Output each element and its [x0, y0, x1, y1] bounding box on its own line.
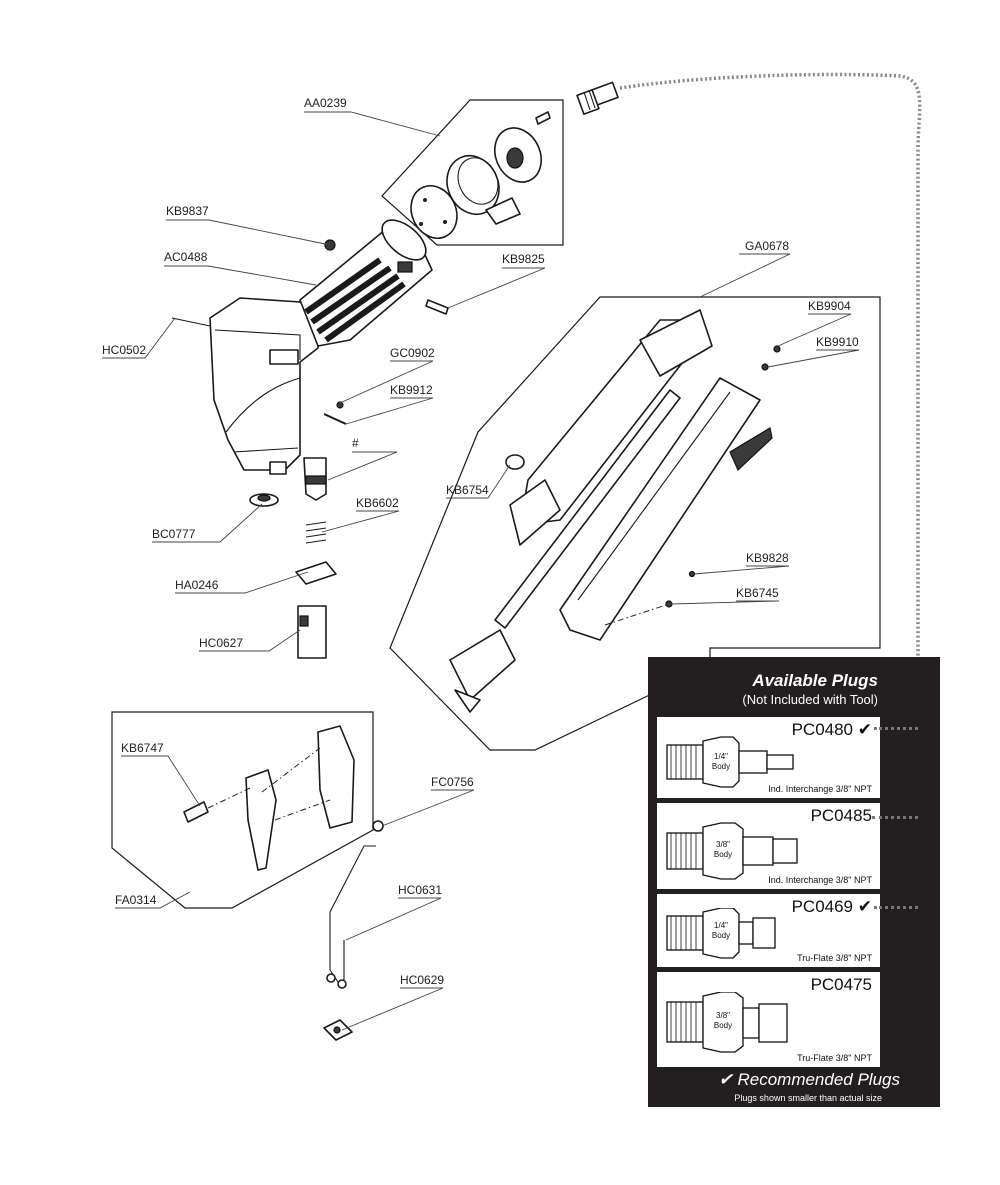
trigger-link [323, 845, 376, 1041]
label-kb6754: KB6754 [446, 483, 489, 497]
plug-description: Ind. Interchange 3/8" NPT [768, 875, 872, 885]
label-kb6602: KB6602 [356, 496, 399, 510]
plug-connector [872, 816, 918, 819]
label-ha0246: HA0246 [175, 578, 219, 592]
plug-card: PC0475 3/8" Body Tru-Flate 3/8" NPT [657, 972, 880, 1067]
recommended-check-icon: ✔ [857, 897, 872, 916]
plug-description: Tru-Flate 3/8" NPT [797, 1053, 872, 1063]
hc0502-pin [171, 317, 211, 327]
fa0314-frame [111, 711, 374, 909]
trigger-assembly [183, 725, 384, 871]
label-hash: # [352, 436, 359, 450]
label-bc0777: BC0777 [152, 527, 196, 541]
plug-drawing: 1/4" Body [666, 908, 776, 959]
label-kb9825: KB9825 [502, 252, 545, 266]
leader-lines [102, 111, 860, 1031]
body-size: 3/8" [716, 1011, 730, 1020]
aa0239-frame [381, 99, 564, 246]
ga0678-frame [389, 296, 881, 751]
label-hc0627: HC0627 [199, 636, 243, 650]
label-kb6747: KB6747 [121, 741, 164, 755]
label-aa0239: AA0239 [304, 96, 347, 110]
plug-code-line: PC0480 ✔ [792, 720, 872, 740]
label-kb9910: KB9910 [816, 335, 859, 349]
label-kb9912: KB9912 [390, 383, 433, 397]
valve-stack [249, 457, 337, 659]
label-kb9904: KB9904 [808, 299, 851, 313]
recommended-check-icon: ✔ [857, 720, 872, 739]
plug-code: PC0469 [791, 897, 854, 916]
plug-description: Ind. Interchange 3/8" NPT [768, 784, 872, 794]
gc0902-ball [336, 401, 344, 409]
body-word: Body [714, 850, 732, 859]
body-word: Body [712, 762, 730, 771]
trigger-dash [207, 747, 331, 821]
panel-title: Available Plugs [752, 671, 878, 690]
label-gc0902: GC0902 [390, 346, 435, 360]
panel-subtitle: (Not Included with Tool) [742, 692, 878, 707]
plug-drawing: 3/8" Body [666, 992, 788, 1053]
label-kb6745: KB6745 [736, 586, 779, 600]
magazine-assembly [449, 309, 781, 713]
main-housing [209, 219, 433, 475]
plug-description: Tru-Flate 3/8" NPT [797, 953, 872, 963]
plug-code-line: PC0485 [811, 806, 872, 826]
plug-code: PC0475 [810, 975, 872, 994]
plug-code-line: PC0475 [811, 975, 872, 995]
plug-connector [874, 727, 918, 730]
air-hose-line [619, 72, 922, 987]
label-hc0631: HC0631 [398, 883, 442, 897]
label-fc0756: FC0756 [431, 775, 474, 789]
plug-drawing: 3/8" Body [666, 822, 798, 880]
magazine-dash [604, 603, 670, 626]
label-ac0488: AC0488 [164, 250, 208, 264]
body-size: 3/8" [716, 840, 730, 849]
kb9825-screw [425, 299, 449, 315]
plug-card: PC0485 3/8" Body Ind. Interchange 3/8" N… [657, 803, 880, 889]
plug-card: PC0480 ✔ 1/4" Body Ind. Interchange 3/8"… [657, 717, 880, 798]
label-fa0314: FA0314 [115, 893, 157, 907]
recommended-plugs-label: ✔ Recommended Plugs [718, 1070, 901, 1089]
plug-card: PC0469 ✔ 1/4" Body Tru-Flate 3/8" NPT [657, 894, 880, 967]
kb9912-pin [323, 413, 347, 425]
plugs-footnote: Plugs shown smaller than actual size [734, 1093, 882, 1103]
body-word: Body [714, 1021, 732, 1030]
plug-drawing: 1/4" Body [666, 736, 794, 788]
plug-connector [874, 906, 918, 909]
plug-code-line: PC0469 ✔ [792, 897, 872, 917]
available-plugs-panel: Available Plugs (Not Included with Tool)… [648, 657, 940, 1107]
label-hc0629: HC0629 [400, 973, 444, 987]
body-size: 1/4" [714, 752, 728, 761]
label-hc0502: HC0502 [102, 343, 146, 357]
label-kb9828: KB9828 [746, 551, 789, 565]
body-word: Body [712, 931, 730, 940]
exhaust-cap-parts [410, 111, 551, 239]
air-fitting [576, 81, 619, 115]
label-ga0678: GA0678 [745, 239, 789, 253]
body-size: 1/4" [714, 921, 728, 930]
plug-code: PC0485 [810, 806, 872, 825]
label-kb9837: KB9837 [166, 204, 209, 218]
plug-code: PC0480 [791, 720, 854, 739]
